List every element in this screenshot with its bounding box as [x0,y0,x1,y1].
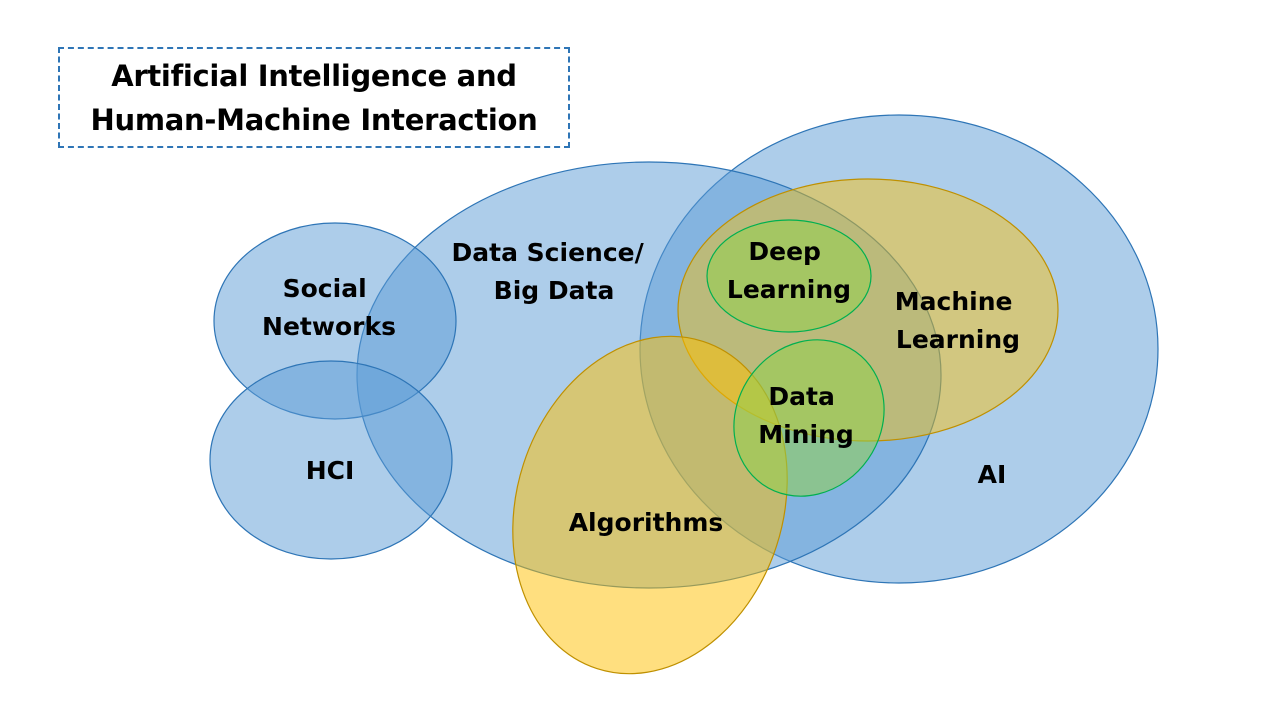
title-box: Artificial Intelligence and Human-Machin… [58,47,570,148]
machine-learning-label: Machine Learning [895,287,1021,354]
deep-learning-label: Deep Learning [727,237,851,304]
hci-ellipse [209,360,453,560]
deep-learning-ellipse [706,219,872,333]
hci-label: HCI [306,456,355,485]
algorithms-label: Algorithms [569,508,724,537]
data-mining-ellipse [733,339,885,497]
data-mining-label: Data Mining [758,382,854,449]
data-science-label: Data Science/ Big Data [452,238,653,305]
ai-label: AI [978,460,1007,489]
social-networks-label: Social Networks [262,274,396,341]
title-line-2: Human-Machine Interaction [90,102,538,137]
algorithms-ellipse [512,335,788,675]
title-line-1: Artificial Intelligence and [111,58,517,93]
